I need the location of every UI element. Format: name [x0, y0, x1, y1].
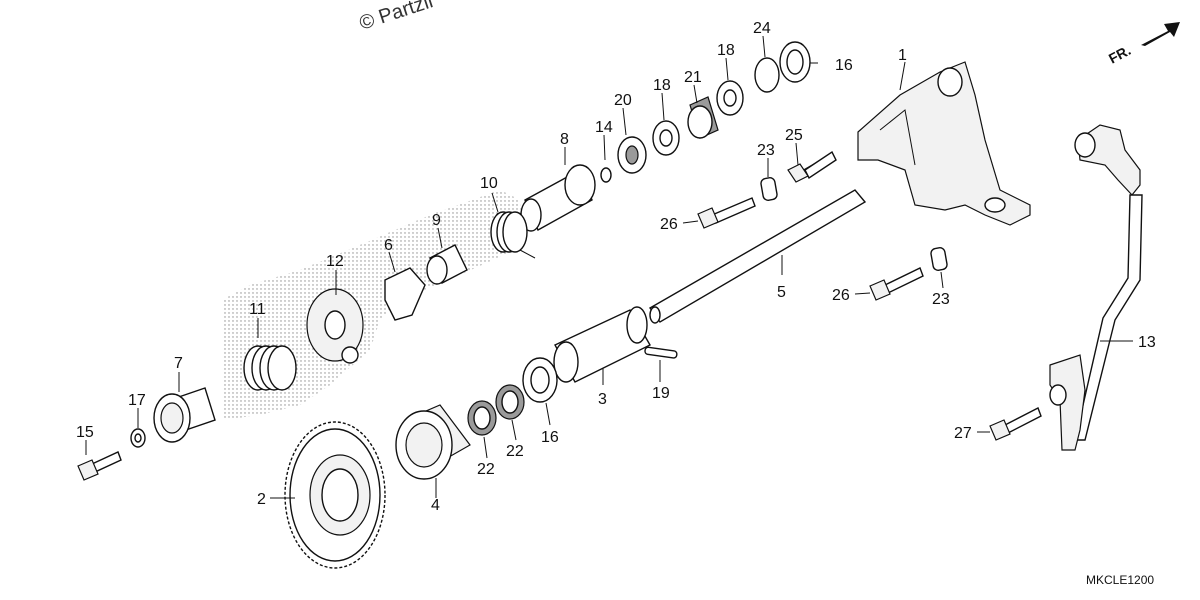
- callout-3: 3: [598, 391, 607, 408]
- part-21-needle-bearing: [687, 96, 719, 139]
- part-26-bolt-lower: [869, 267, 924, 301]
- callout-10: 10: [480, 175, 498, 192]
- callout-21: 21: [684, 69, 702, 86]
- callout-17: 17: [128, 392, 146, 409]
- part-24-circlip: [754, 57, 780, 93]
- watermark: © Partzil: [357, 0, 436, 35]
- part-18-washer-b: [716, 80, 744, 116]
- part-10-spring: [490, 211, 536, 259]
- callout-18a: 18: [653, 77, 671, 94]
- part-27-bolt: [989, 407, 1042, 441]
- callout-2: 2: [257, 491, 266, 508]
- front-direction-label: FR.: [1106, 42, 1133, 67]
- callout-16b: 16: [835, 57, 853, 74]
- callout-26b: 26: [832, 287, 850, 304]
- part-25-bolt: [787, 150, 837, 183]
- part-22-needle-bearing-b: [495, 384, 525, 420]
- part-2-gear: [284, 421, 386, 569]
- part-16-washer-upper: [779, 41, 811, 83]
- callout-23a: 23: [757, 142, 775, 159]
- part-4-drum: [395, 404, 471, 480]
- callout-22a: 22: [477, 461, 495, 478]
- callout-1: 1: [898, 47, 907, 64]
- part-22-needle-bearing-a: [467, 400, 497, 436]
- callout-26a: 26: [660, 216, 678, 233]
- callout-27: 27: [954, 425, 972, 442]
- callout-25: 25: [785, 127, 803, 144]
- callout-16a: 16: [541, 429, 559, 446]
- part-23-dowel-a: [760, 177, 778, 201]
- callout-14: 14: [595, 119, 613, 136]
- callout-6: 6: [384, 237, 393, 254]
- callout-12: 12: [326, 253, 344, 270]
- callout-18b: 18: [717, 42, 735, 59]
- part-26-bolt-upper: [697, 197, 756, 229]
- callout-20: 20: [614, 92, 632, 109]
- part-18-washer-a: [652, 120, 680, 156]
- part-3-sleeve: [553, 306, 651, 383]
- callout-8: 8: [560, 131, 569, 148]
- part-23-dowel-b: [930, 247, 948, 271]
- part-9-bush: [426, 244, 468, 285]
- part-16-washer-lower: [522, 357, 558, 403]
- part-15-bolt: [77, 451, 122, 481]
- part-8-collar: [520, 164, 596, 232]
- callout-4: 4: [431, 497, 440, 514]
- part-7-bush: [153, 387, 216, 443]
- part-5-shaft: [648, 189, 867, 324]
- part-13-kick-arm: [1049, 124, 1143, 451]
- callout-23b: 23: [932, 291, 950, 308]
- callout-22b: 22: [506, 443, 524, 460]
- callout-15: 15: [76, 424, 94, 441]
- front-direction-arrow: FR.: [1106, 22, 1180, 67]
- part-6-plate: [384, 267, 426, 321]
- leader-lines: [85, 35, 1133, 499]
- callout-5: 5: [777, 284, 786, 301]
- part-12-ratchet: [306, 288, 364, 364]
- callout-9: 9: [432, 212, 441, 229]
- callout-11: 11: [249, 301, 266, 318]
- callout-19: 19: [652, 385, 670, 402]
- part-1-bracket: [857, 61, 1031, 226]
- part-19-pin: [644, 346, 678, 359]
- diagram-code: MKCLE1200: [1086, 573, 1154, 587]
- callout-7: 7: [174, 355, 183, 372]
- part-17-washer: [130, 428, 146, 448]
- callout-13: 13: [1138, 334, 1156, 351]
- callouts: 1 2 3 4 5 6 7 8 9 10 11 12 13 14 15 16 1…: [76, 20, 1156, 514]
- callout-24: 24: [753, 20, 771, 37]
- part-11-spring: [243, 345, 297, 391]
- part-14-o-ring: [600, 167, 612, 183]
- part-20-washer: [617, 136, 647, 174]
